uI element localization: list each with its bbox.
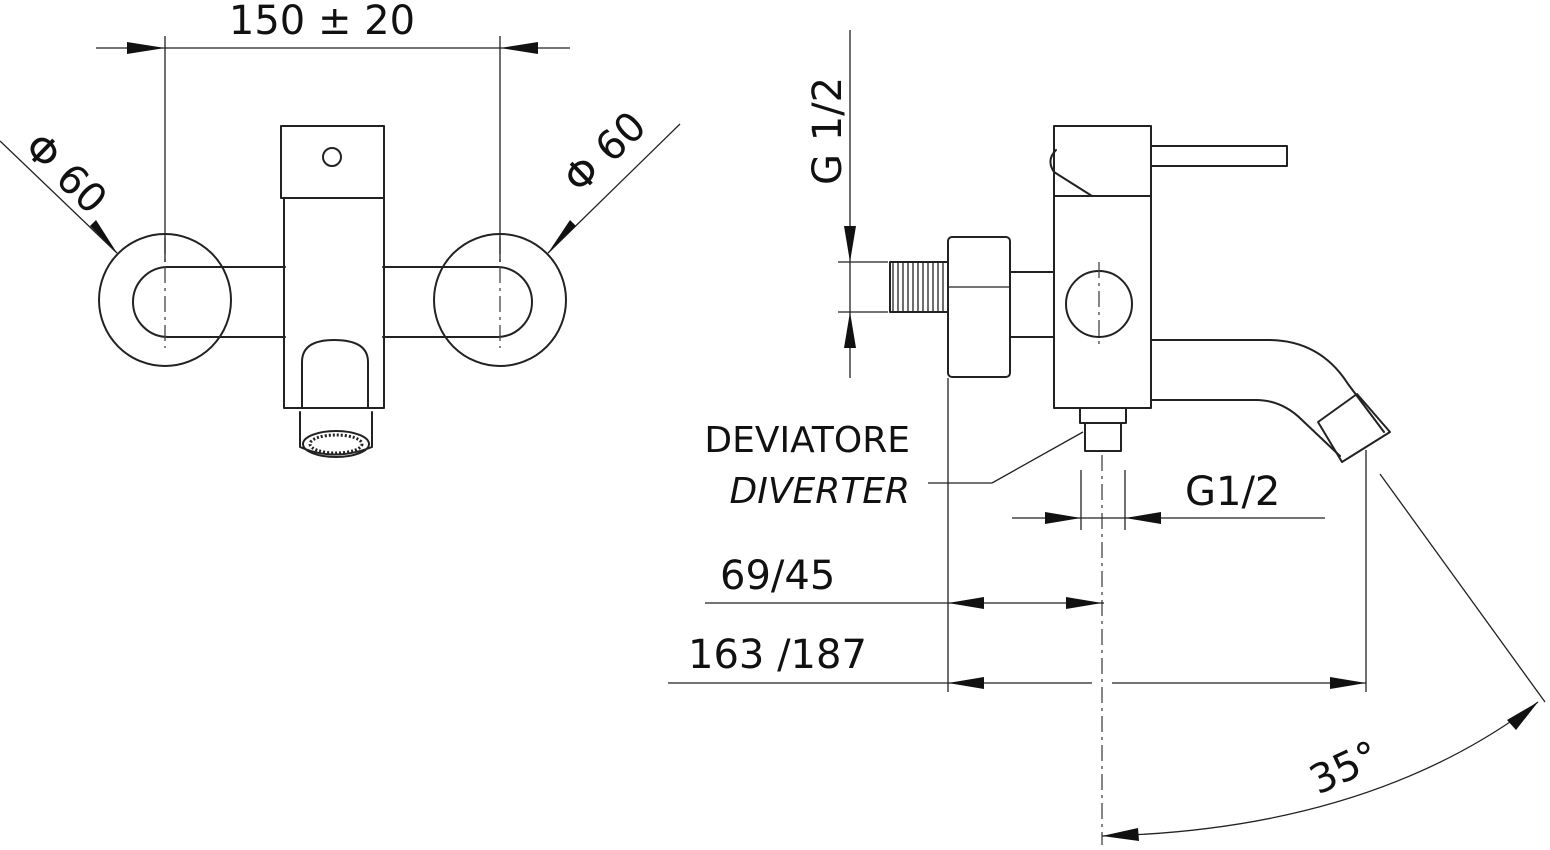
diverter-thread-text: G1/2 (1185, 469, 1280, 515)
diverter-label-it: DEVIATORE (704, 420, 910, 461)
aerator (302, 430, 370, 458)
threaded-inlet (889, 261, 949, 313)
width-dimension-text: 150 ± 20 (229, 0, 415, 44)
front-spout (301, 339, 369, 409)
side-spout (1150, 339, 1385, 457)
front-view: 150 ± 20 Φ 60 Φ 60 (0, 0, 681, 458)
side-rosette (947, 236, 1011, 378)
lever-rod (1150, 145, 1288, 167)
left-diameter-text: Φ 60 (15, 124, 115, 223)
diverter-label-en: DIVERTER (730, 471, 910, 512)
side-body (1053, 195, 1152, 409)
side-lever (1049, 149, 1152, 197)
inlet-thread-text: G 1/2 (805, 77, 851, 185)
right-diameter-text: Φ 60 (555, 103, 655, 202)
cap-indicator (322, 147, 342, 167)
angle-arc (1101, 701, 1539, 837)
spout-angle-text: 35° (1303, 732, 1387, 804)
right-arm (382, 266, 533, 338)
side-view: G 1/2 DEVIATORE DIVERTER G1/2 69/45 163 … (668, 30, 1546, 845)
depth-to-spout-text: 163 /187 (688, 632, 867, 678)
diverter-stem (1079, 407, 1127, 424)
side-cap (1053, 125, 1152, 197)
depth-to-diverter-text: 69/45 (720, 553, 835, 599)
mixer-cap (280, 125, 385, 199)
spout-tip (1317, 393, 1391, 463)
side-arm (1009, 271, 1055, 338)
left-arm (132, 266, 286, 338)
